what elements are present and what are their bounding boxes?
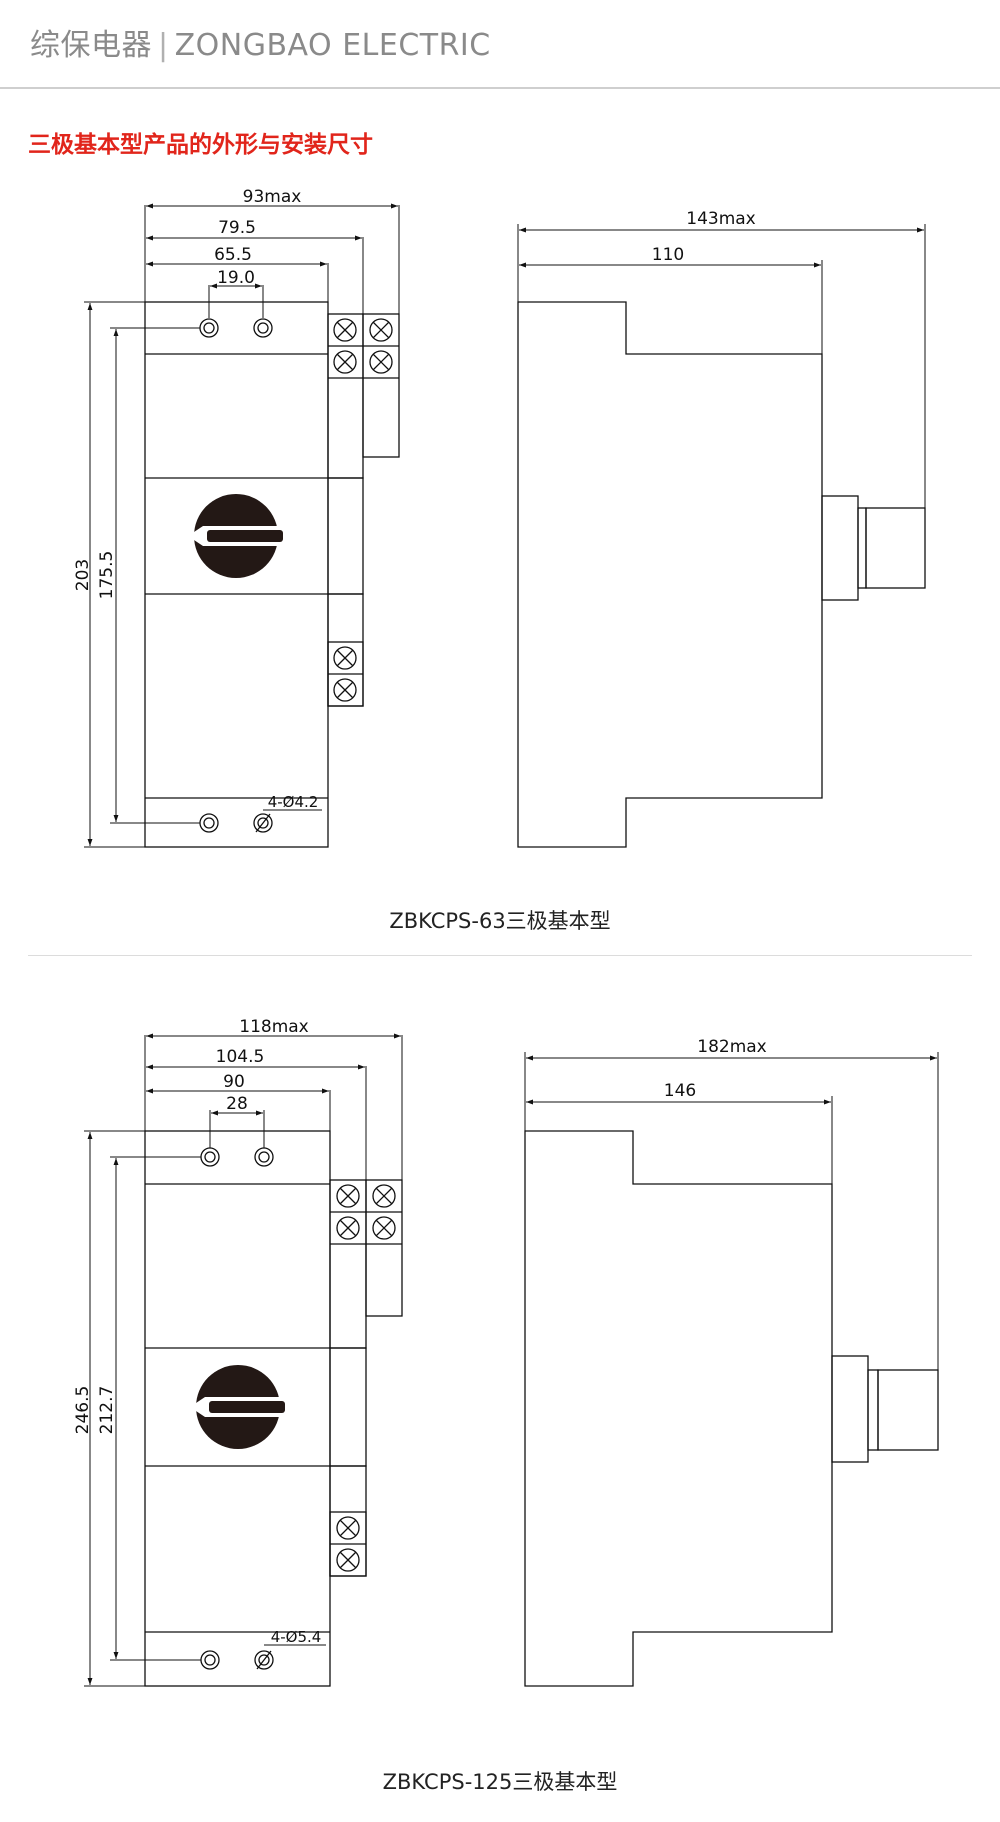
dim-height-holes: 175.5 [97, 551, 117, 600]
side-knob-shaft [865, 507, 926, 589]
mounting-hole-icon [254, 1147, 274, 1167]
mounting-hole-icon [199, 813, 219, 833]
dim-depth-max: 143max [686, 209, 756, 229]
diagram-63-caption: ZBKCPS-63三极基本型 [389, 909, 611, 933]
mounting-hole-icon [200, 1650, 220, 1670]
section-title: 三极基本型产品的外形与安装尺寸 [28, 132, 373, 158]
mounting-hole-icon [253, 813, 273, 833]
dim-depth-max: 182max [697, 1037, 767, 1057]
dim-depth-body: 146 [664, 1081, 696, 1101]
dim-width-mid: 79.5 [218, 218, 256, 238]
rotary-knob-icon [188, 494, 286, 578]
dim-height-total: 203 [73, 559, 93, 591]
mounting-hole-icon [253, 318, 273, 338]
dim-hole-spacing: 19.0 [217, 268, 255, 288]
side-knob-shaft [877, 1369, 939, 1451]
dim-height-holes: 212.7 [97, 1386, 117, 1435]
dim-depth-body: 110 [652, 245, 684, 265]
dim-hole-note: 4-Ø4.2 [268, 793, 319, 811]
diagram-zbkcps-63: 93max 79.5 65.5 19.0 203 175.5 4-Ø4.2 14… [0, 180, 1000, 880]
rotary-knob-icon [190, 1365, 288, 1449]
mounting-hole-icon [200, 1147, 220, 1167]
mounting-hole-icon [254, 1650, 274, 1670]
side-body [524, 1130, 833, 1687]
dim-width-max: 93max [243, 187, 302, 207]
brand-separator: | [158, 28, 169, 63]
diagram-125-svg: 118max 104.5 90 28 246.5 212.7 4-Ø5.4 18… [73, 1017, 939, 1687]
page-header: 综保电器|ZONGBAO ELECTRIC [0, 0, 1000, 89]
dim-width-max: 118max [239, 1017, 309, 1037]
brand-logo: 综保电器|ZONGBAO ELECTRIC [30, 20, 491, 64]
diagram-63-svg: 93max 79.5 65.5 19.0 203 175.5 4-Ø4.2 14… [73, 187, 926, 848]
brand-name-en: ZONGBAO ELECTRIC [174, 28, 491, 63]
dim-hole-note: 4-Ø5.4 [271, 1628, 322, 1646]
section-divider [28, 955, 972, 956]
brand-name-cn: 综保电器 [30, 28, 152, 63]
diagram-zbkcps-125: 118max 104.5 90 28 246.5 212.7 4-Ø5.4 18… [0, 1000, 1000, 1720]
dim-hole-spacing: 28 [226, 1094, 248, 1114]
dim-width-body: 90 [223, 1072, 245, 1092]
header-rule [0, 87, 1000, 89]
dim-height-total: 246.5 [73, 1386, 93, 1435]
dim-width-body: 65.5 [214, 245, 252, 265]
mounting-hole-icon [199, 318, 219, 338]
side-body [517, 301, 823, 848]
diagram-125-caption: ZBKCPS-125三极基本型 [382, 1770, 618, 1794]
dim-width-mid: 104.5 [216, 1047, 265, 1067]
